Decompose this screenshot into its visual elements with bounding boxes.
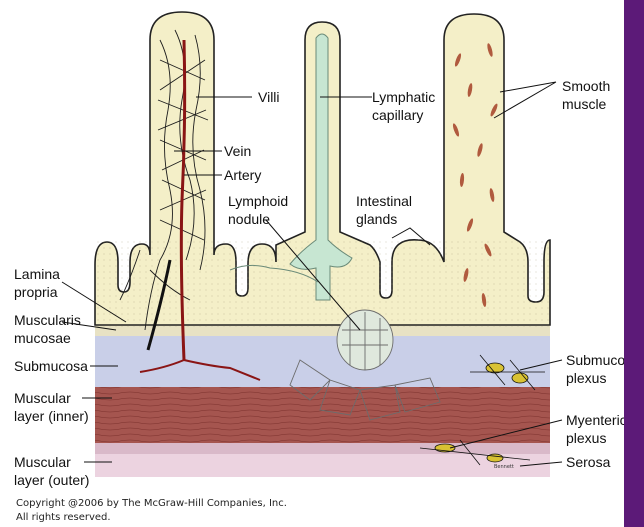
label-myenteric-1: Myenteric: [566, 412, 627, 428]
slide-side-band: [624, 0, 644, 527]
label-muscular-outer-2: layer (outer): [14, 472, 89, 488]
svg-text:Bennett: Bennett: [494, 464, 514, 470]
label-submucosal-2: plexus: [566, 370, 606, 386]
label-capillary: capillary: [372, 107, 423, 123]
label-muscular-outer-1: Muscular: [14, 454, 71, 470]
label-intestinal: Intestinal: [356, 193, 412, 209]
label-glands: glands: [356, 211, 397, 227]
label-lymphatic: Lymphatic: [372, 89, 435, 105]
copyright-line-1: Copyright @2006 by The McGraw-Hill Compa…: [16, 498, 287, 510]
label-myenteric-2: plexus: [566, 430, 606, 446]
label-mucosae: mucosae: [14, 330, 71, 346]
label-nodule: nodule: [228, 211, 270, 227]
label-muscular-inner-1: Muscular: [14, 390, 71, 406]
label-lymphoid: Lymphoid: [228, 193, 288, 209]
label-villi: Villi: [258, 89, 280, 105]
label-muscularis: Muscularis: [14, 312, 81, 328]
lymphatic-capillary: [290, 34, 352, 300]
submucosa-layer: [95, 335, 550, 387]
copyright-line-2: All rights reserved.: [16, 512, 111, 524]
label-muscle: muscle: [562, 96, 606, 112]
label-muscular-inner-2: layer (inner): [14, 408, 89, 424]
label-lamina: Lamina: [14, 266, 60, 282]
label-smooth: Smooth: [562, 78, 610, 94]
label-serosa: Serosa: [566, 454, 610, 470]
label-artery: Artery: [224, 167, 261, 183]
serosa-layer: [95, 452, 550, 477]
label-propria: propria: [14, 284, 58, 300]
label-vein: Vein: [224, 143, 251, 159]
label-submucosa: Submucosa: [14, 358, 88, 374]
